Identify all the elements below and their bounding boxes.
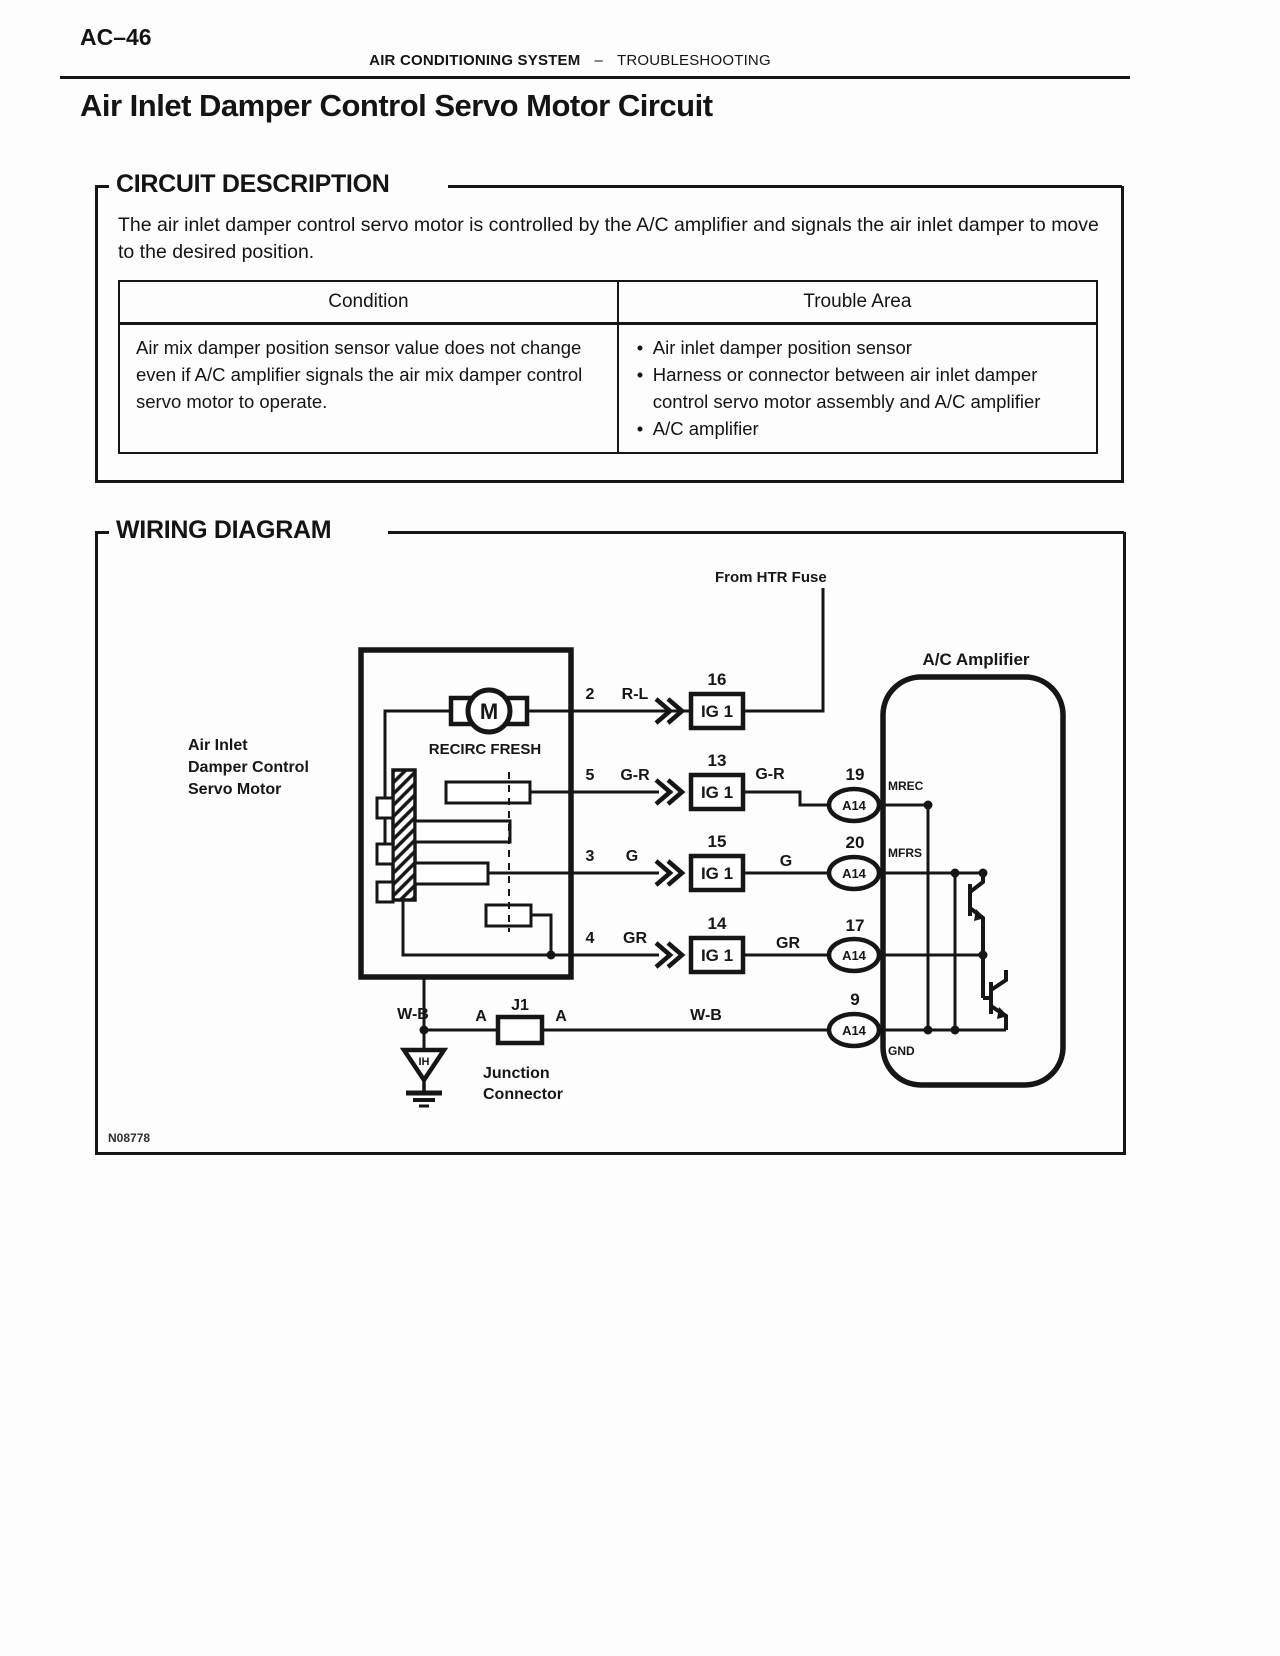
section-corner-tick <box>95 185 109 188</box>
recirc-fresh-label: RECIRC FRESH <box>429 741 542 758</box>
wire-color: GR <box>776 935 800 952</box>
list-item: Harness or connector between air inlet d… <box>635 361 1080 415</box>
wire-color: G <box>780 853 792 870</box>
section-top-rule <box>388 531 1124 534</box>
amp-signal-label: MFRS <box>888 846 922 860</box>
column-header-trouble-area: Trouble Area <box>616 280 1099 325</box>
amp-connector-label: A14 <box>842 1023 867 1038</box>
amp-pin-number: 20 <box>846 833 865 852</box>
transistor-arrows <box>974 909 1008 1019</box>
wire-color: W-B <box>690 1007 722 1024</box>
sensor-element <box>413 819 512 844</box>
position-sensor <box>375 768 533 932</box>
connector-label: IG 1 <box>701 946 733 965</box>
motor-symbol: M <box>448 687 530 735</box>
junction-connector-label: Junction Connector <box>483 1065 563 1103</box>
pin-number: 3 <box>586 848 595 865</box>
j1-pin-a-left: A <box>475 1008 487 1025</box>
a14-connectors <box>826 786 882 1049</box>
amp-pin-number: 9 <box>850 990 859 1009</box>
svg-text:Connector: Connector <box>483 1086 563 1103</box>
condition-table: Condition Trouble Area Air mix damper po… <box>118 280 1099 454</box>
ac-amplifier-box <box>880 674 1066 1088</box>
svg-text:Servo Motor: Servo Motor <box>188 781 281 798</box>
motor-label: M <box>480 699 498 724</box>
pin-number: 5 <box>586 767 595 784</box>
running-header-separator: – <box>594 52 603 69</box>
wire-color: G-R <box>755 766 785 783</box>
wire-sensor-link <box>531 913 553 955</box>
servo-motor-box <box>358 647 574 980</box>
connector-label: IG 1 <box>701 702 733 721</box>
sensor-element <box>444 780 532 805</box>
amp-pin-number: 19 <box>846 765 865 784</box>
amp-connector-label: A14 <box>842 798 867 813</box>
from-htr-fuse-label: From HTR Fuse <box>715 569 827 586</box>
ac-amplifier-label: A/C Amplifier <box>922 650 1029 669</box>
transistor-2 <box>981 955 1008 1030</box>
amp-pin-number: 17 <box>846 916 865 935</box>
section-top-rule <box>448 185 1122 188</box>
running-header-section: AIR CONDITIONING SYSTEM <box>369 52 581 69</box>
connector-pin-number: 13 <box>708 751 727 770</box>
wires <box>377 588 1008 1050</box>
junction-dots <box>419 800 988 1035</box>
column-header-condition: Condition <box>118 280 619 325</box>
amp-signal-label: MREC <box>888 779 924 793</box>
amp-connector-label: A14 <box>842 866 867 881</box>
sensor-contact <box>375 880 395 904</box>
wiring-diagram-heading: WIRING DIAGRAM <box>116 516 332 544</box>
table-row: Air mix damper position sensor value doe… <box>118 322 1099 454</box>
connector-pin-number: 14 <box>708 914 727 933</box>
wiring-diagram-canvas: M <box>108 569 1066 1145</box>
j1-junction-box <box>495 1014 545 1046</box>
page-code: AC–46 <box>80 24 152 50</box>
header-rule <box>60 76 1130 79</box>
sensor-element <box>413 861 490 886</box>
table-header-row: Condition Trouble Area <box>118 280 1099 325</box>
svg-text:Junction: Junction <box>483 1065 550 1082</box>
connector-pin-number: 15 <box>708 832 727 851</box>
figure-code: N08778 <box>108 1131 150 1145</box>
running-header: AIR CONDITIONING SYSTEM–TROUBLESHOOTING <box>40 52 1100 69</box>
wire-gr1-right <box>743 790 834 807</box>
amp-signal-label: GND <box>888 1044 915 1058</box>
running-header-subsection: TROUBLESHOOTING <box>616 52 771 69</box>
page-title: Air Inlet Damper Control Servo Motor Cir… <box>80 88 713 123</box>
sensor-contact <box>375 842 395 866</box>
j1-label: J1 <box>511 997 529 1014</box>
ground-symbol: IH <box>399 1047 449 1108</box>
ground-code-label: IH <box>419 1056 430 1068</box>
wire-color: R-L <box>622 686 649 703</box>
connector-label: IG 1 <box>701 783 733 802</box>
list-item: Air inlet damper position sensor <box>635 334 1080 361</box>
pin-number: 2 <box>586 686 595 703</box>
trouble-area-cell: Air inlet damper position sensor Harness… <box>616 322 1099 454</box>
sensor-contact <box>375 796 395 820</box>
list-item: A/C amplifier <box>635 415 1080 442</box>
circuit-description-body: The air inlet damper control servo motor… <box>118 214 1099 263</box>
circuit-description-section: CIRCUIT DESCRIPTION The air inlet damper… <box>95 170 1124 483</box>
svg-text:Air Inlet: Air Inlet <box>188 737 248 754</box>
svg-text:Damper Control: Damper Control <box>188 759 309 776</box>
amp-connector-label: A14 <box>842 948 867 963</box>
pin-number: 4 <box>586 930 595 947</box>
j1-pin-a-right: A <box>555 1008 567 1025</box>
section-corner-tick <box>95 531 109 534</box>
wire-color: G-R <box>620 767 650 784</box>
wire-color: G <box>626 848 638 865</box>
connector-label: IG 1 <box>701 864 733 883</box>
circuit-description-heading: CIRCUIT DESCRIPTION <box>116 170 390 198</box>
trouble-area-list: Air inlet damper position sensor Harness… <box>635 334 1080 442</box>
condition-cell: Air mix damper position sensor value doe… <box>118 322 619 454</box>
ig1-connectors <box>688 691 746 975</box>
connector-chevrons <box>654 697 686 969</box>
wire-color: W-B <box>397 1006 429 1023</box>
wiring-diagram-section: WIRING DIAGRAM <box>95 516 1126 1155</box>
sensor-hatched-bar <box>391 768 417 902</box>
servo-motor-label: Air Inlet Damper Control Servo Motor <box>188 737 309 798</box>
wire-color: GR <box>623 930 647 947</box>
connector-pin-number: 16 <box>708 670 727 689</box>
wire-rl-htr <box>527 588 825 713</box>
